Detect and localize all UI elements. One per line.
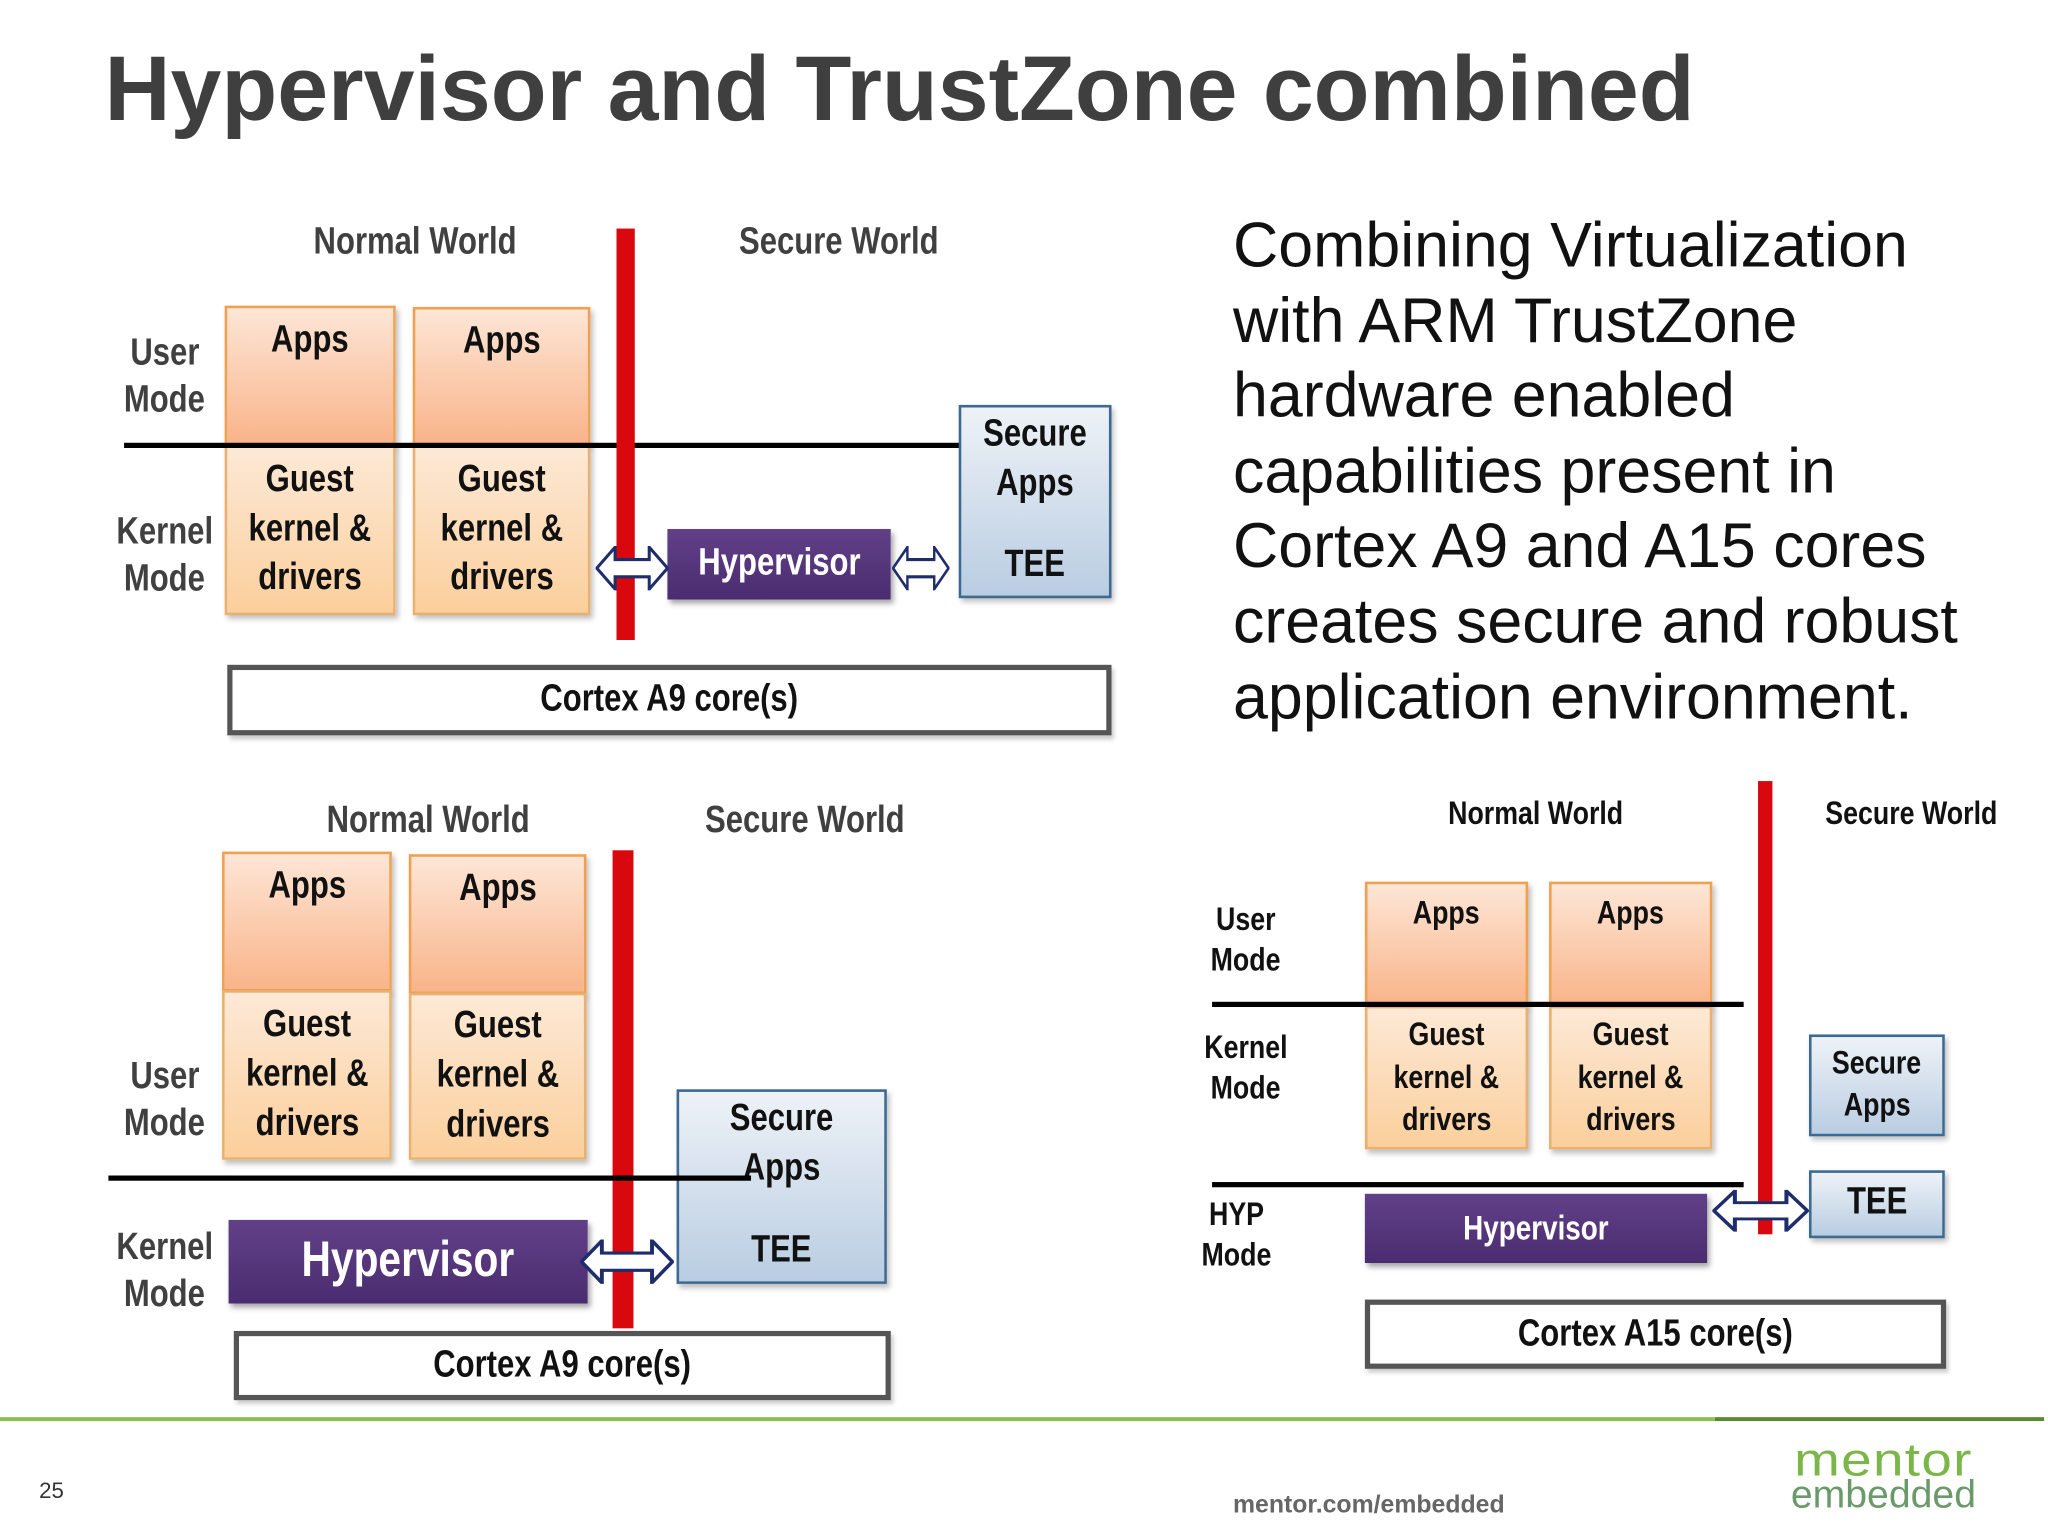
double-arrow-icon — [579, 1239, 674, 1284]
footer-line-light — [0, 1417, 1715, 1422]
secure-world-label: Secure World — [738, 220, 939, 262]
description-line: application environment. — [1232, 662, 1913, 733]
mode-divider-line — [1212, 1001, 1744, 1008]
cortex-core-box: Cortex A9 core(s) — [227, 664, 1112, 736]
hypervisor-box: Hypervisor — [1364, 1193, 1708, 1264]
hypervisor-box: Hypervisor — [667, 528, 891, 600]
tee-box: TEE — [1808, 1170, 1945, 1239]
apps-box: Apps — [222, 851, 392, 992]
mode-divider-line — [124, 442, 960, 448]
mode-divider-line — [1212, 1182, 1744, 1188]
cortex-core-box: Cortex A9 core(s) — [233, 1330, 891, 1401]
hypervisor-box: Hypervisor — [228, 1219, 588, 1304]
apps-box: Apps — [408, 854, 587, 994]
normal-world-label: Normal World — [326, 798, 530, 841]
slide-title: Hypervisor and TrustZone combined — [104, 37, 1695, 140]
mentor-embedded-logo: mentor embedded — [1766, 1433, 2001, 1517]
description-line: Cortex A9 and A15 cores — [1232, 512, 1927, 582]
double-arrow-icon — [892, 545, 950, 591]
secure-world-label: Secure World — [1824, 794, 1997, 832]
normal-world-label: Normal World — [1448, 794, 1624, 832]
apps-box: Apps — [412, 306, 591, 446]
mode-divider-line — [108, 1175, 752, 1181]
description-line: hardware enabled — [1232, 362, 1735, 432]
footer-line-dark — [1714, 1417, 2045, 1422]
world-divider — [1758, 781, 1773, 1235]
world-divider — [616, 228, 635, 640]
apps-box: Apps — [1364, 881, 1529, 1008]
logo-text-embedded: embedded — [1790, 1473, 1977, 1517]
apps-box: Apps — [224, 305, 396, 446]
description-line: capabilities present in — [1232, 437, 1836, 507]
footer-url[interactable]: mentor.com/embedded — [1232, 1491, 1505, 1520]
description-line: with ARM TrustZone — [1232, 286, 1798, 357]
description-line: creates secure and robust — [1232, 587, 1958, 657]
page-number: 25 — [39, 1478, 64, 1504]
double-arrow-icon — [1712, 1189, 1809, 1232]
normal-world-label: Normal World — [313, 220, 517, 262]
world-divider — [612, 850, 634, 1329]
double-arrow-icon — [595, 545, 669, 591]
description-text: Combining Virtualization with ARM TrustZ… — [1233, 209, 1958, 736]
logo-text-mentor: mentor — [1794, 1433, 1973, 1486]
cortex-core-box: Cortex A15 core(s) — [1364, 1299, 1947, 1369]
description-line: Combining Virtualization — [1232, 211, 1908, 281]
secure-world-label: Secure World — [704, 798, 905, 841]
apps-box: Apps — [1549, 881, 1713, 1008]
